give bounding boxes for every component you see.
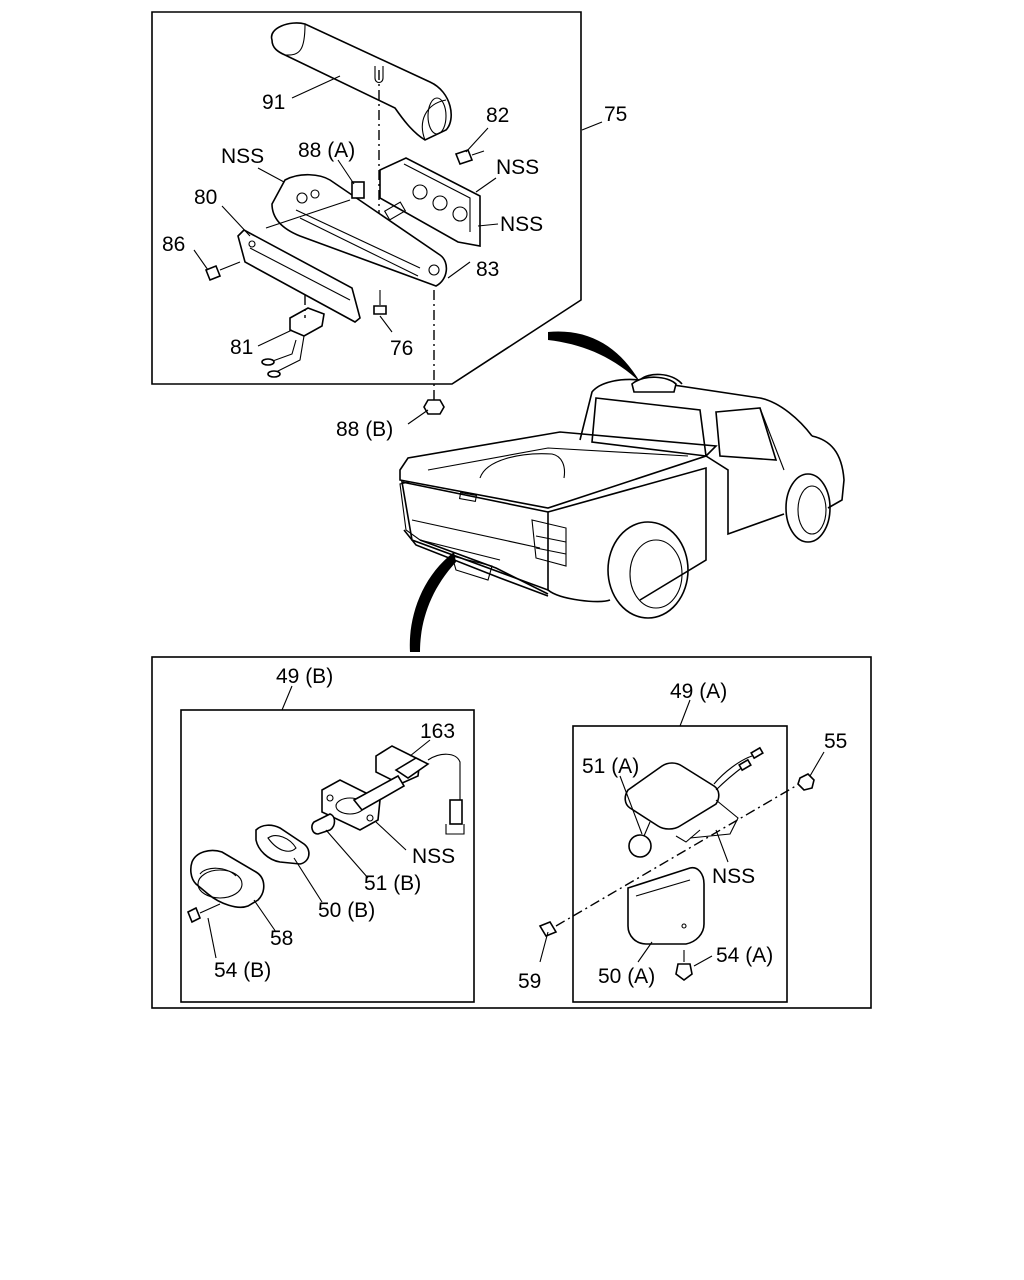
part-81-bracket xyxy=(261,295,325,378)
pickup-truck xyxy=(399,373,845,619)
part-88b-nut xyxy=(423,399,445,415)
label-nss-49b: NSS xyxy=(412,845,455,868)
part-51b-bulb xyxy=(311,813,336,835)
part-54a-screw xyxy=(675,950,693,981)
label-49a: 49 (A) xyxy=(670,680,727,703)
label-55: 55 xyxy=(824,730,847,753)
leader-lines-top xyxy=(193,75,603,425)
label-49b: 49 (B) xyxy=(276,665,333,688)
label-54a: 54 (A) xyxy=(716,944,773,967)
label-88a: 88 (A) xyxy=(298,139,355,162)
label-51b: 51 (B) xyxy=(364,872,421,895)
label-nss-top-right-1: NSS xyxy=(496,156,539,179)
label-75: 75 xyxy=(604,103,627,126)
leader-lines-bottom xyxy=(207,685,825,967)
label-58: 58 xyxy=(270,927,293,950)
label-80: 80 xyxy=(194,186,217,209)
part-50a-lens xyxy=(627,866,705,945)
part-nss-socket-plate-49b xyxy=(321,774,406,831)
label-59: 59 xyxy=(518,970,541,993)
part-88a-clip xyxy=(351,181,365,199)
label-81: 81 xyxy=(230,336,253,359)
label-88b: 88 (B) xyxy=(336,418,393,441)
label-51a: 51 (A) xyxy=(582,755,639,778)
label-54b: 54 (B) xyxy=(214,959,271,982)
label-50b: 50 (B) xyxy=(318,899,375,922)
inset-49b-frame xyxy=(180,709,475,1003)
part-51a-bulb xyxy=(628,821,652,858)
label-82: 82 xyxy=(486,104,509,127)
label-86: 86 xyxy=(162,233,185,256)
label-nss-top-left: NSS xyxy=(221,145,264,168)
part-82-screw xyxy=(454,149,485,165)
label-91: 91 xyxy=(262,91,285,114)
part-86-screw xyxy=(204,261,241,282)
label-163: 163 xyxy=(420,720,455,743)
label-50a: 50 (A) xyxy=(598,965,655,988)
label-nss-49a: NSS xyxy=(712,865,755,888)
part-55-nut xyxy=(797,773,815,791)
part-91-cover xyxy=(270,22,452,141)
label-nss-top-right-2: NSS xyxy=(500,213,543,236)
part-nss-socket-plate xyxy=(379,157,481,247)
part-50b-lens xyxy=(255,824,310,865)
pointer-arrow-to-license-light xyxy=(409,552,456,652)
part-54b-screw xyxy=(186,903,221,924)
part-nss-lamp-housing xyxy=(271,173,448,287)
pointer-arrow-to-roof xyxy=(548,331,640,382)
part-49a-lamp-body xyxy=(624,746,764,843)
part-163-socket xyxy=(375,745,465,835)
part-76-screw xyxy=(373,290,387,315)
label-76: 76 xyxy=(390,337,413,360)
label-83: 83 xyxy=(476,258,499,281)
license-light-inset-frame xyxy=(151,656,872,1009)
part-59-screw xyxy=(538,921,558,937)
high-mount-light-inset-frame xyxy=(151,11,582,385)
part-58-lamp-body xyxy=(190,849,265,909)
